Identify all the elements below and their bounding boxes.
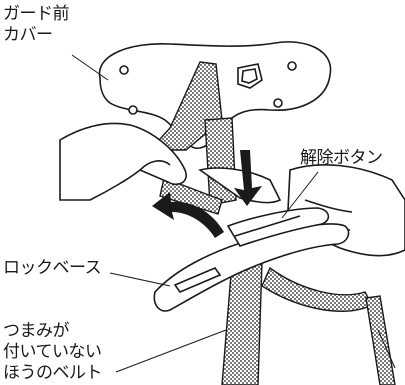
label-release-button: 解除ボタン — [300, 148, 383, 168]
arrow-down-icon — [234, 150, 262, 206]
leader-lines — [71, 54, 396, 373]
label-belt-no-knob: つまみが 付いていない ほうのベルト — [3, 321, 103, 383]
label-guard-cover: ガード前 カバー — [3, 4, 70, 45]
label-lock-base: ロックベース — [3, 258, 102, 278]
arrow-curved-left-icon — [152, 192, 224, 238]
lock-base-shape — [153, 207, 350, 312]
